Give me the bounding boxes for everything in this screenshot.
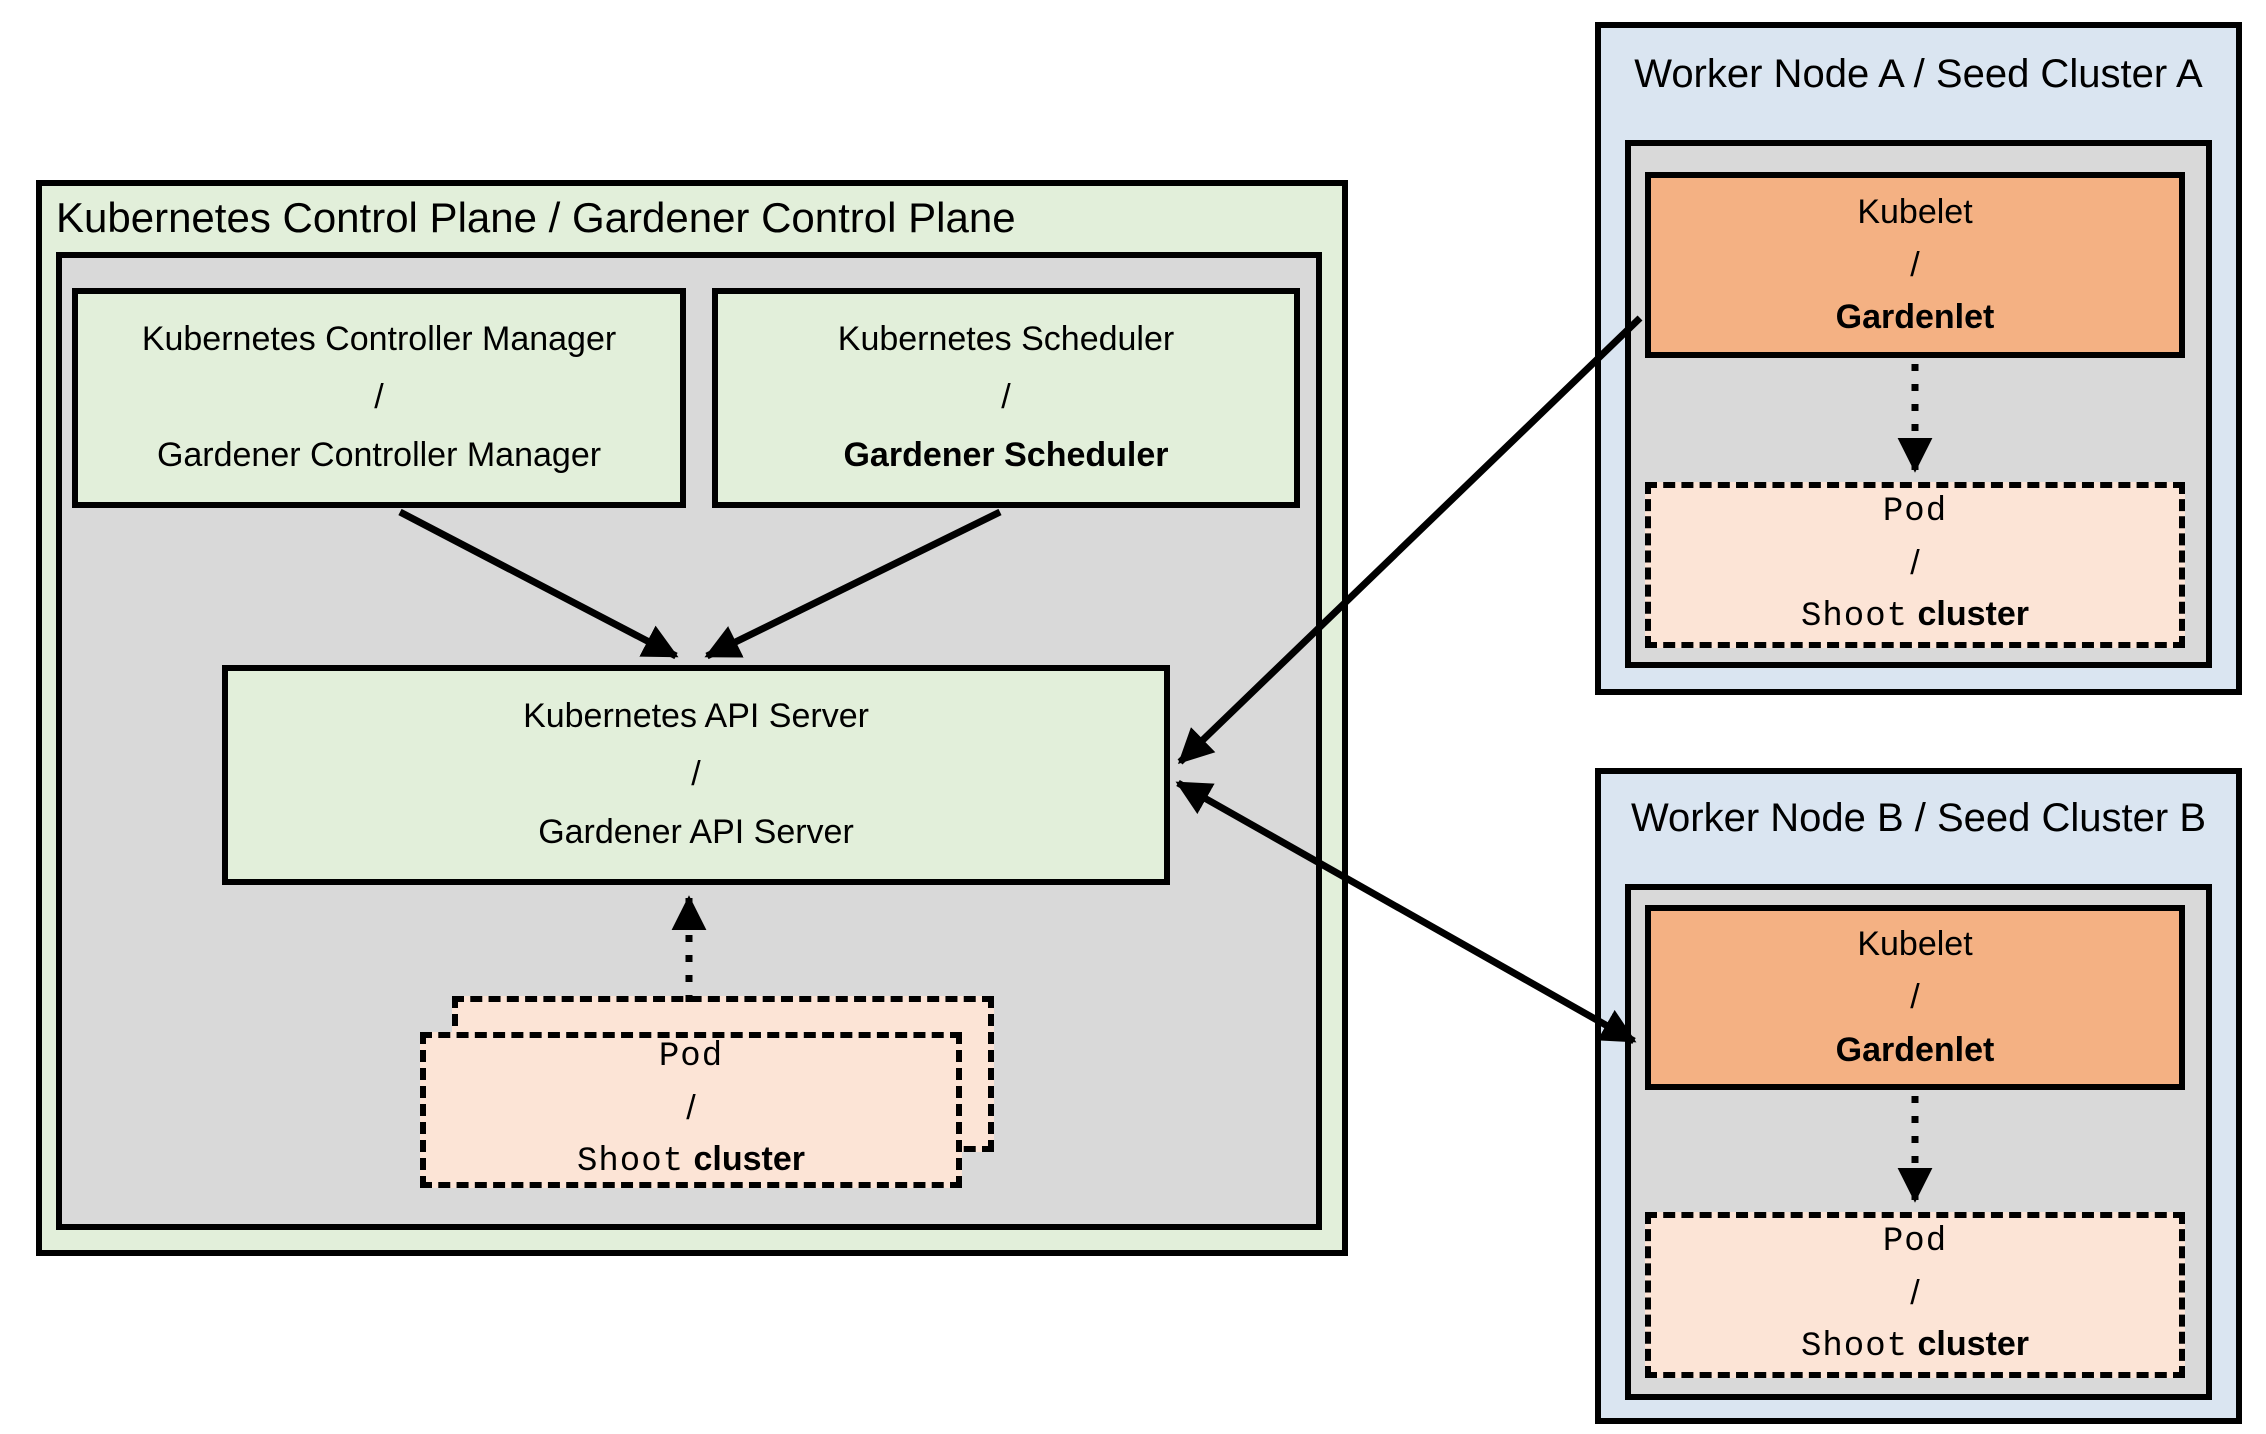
kubelet-b-label-sep: /	[1910, 978, 1920, 1017]
pod-a-label-cluster: cluster	[1917, 595, 2029, 633]
kubelet-b-label-line1: Kubelet	[1857, 925, 1973, 964]
api-server-label-line2: Gardener API Server	[538, 812, 854, 851]
control-plane-pod-label-line2: Shoot cluster	[577, 1134, 805, 1188]
kubelet-a-label-line2: Gardenlet	[1835, 298, 1995, 337]
control-plane-pod-front-box: Pod / Shoot cluster	[420, 1032, 962, 1188]
scheduler-label-line1: Kubernetes Scheduler	[837, 320, 1175, 359]
pod-b-box: Pod / Shoot cluster	[1645, 1212, 2185, 1378]
pod-b-label-line2: Shoot cluster	[1801, 1319, 2029, 1373]
scheduler-label-line2: Gardener Scheduler	[843, 435, 1169, 474]
pod-a-label-line2: Shoot cluster	[1801, 589, 2029, 643]
api-server-label-sep: /	[691, 755, 701, 794]
controller-manager-box: Kubernetes Controller Manager / Gardener…	[72, 288, 686, 508]
pod-b-label-sep: /	[1910, 1274, 1920, 1312]
pod-a-label-line1: Pod	[1882, 493, 1948, 531]
kubelet-a-label-sep: /	[1910, 245, 1920, 284]
worker-node-a-title: Worker Node A / Seed Cluster A	[1634, 52, 2203, 96]
worker-node-b-title: Worker Node B / Seed Cluster B	[1630, 796, 2207, 840]
pod-a-box: Pod / Shoot cluster	[1645, 482, 2185, 648]
kubelet-a-label-line1: Kubelet	[1857, 192, 1973, 231]
control-plane-pod-label-shoot: Shoot	[577, 1143, 685, 1181]
kubelet-a-box: Kubelet / Gardenlet	[1645, 172, 2185, 358]
kubelet-b-box: Kubelet / Gardenlet	[1645, 905, 2185, 1090]
kubelet-b-label-line2: Gardenlet	[1835, 1030, 1995, 1069]
scheduler-box: Kubernetes Scheduler / Gardener Schedule…	[712, 288, 1300, 508]
pod-a-label-shoot: Shoot	[1801, 598, 1909, 636]
control-plane-pod-label-cluster: cluster	[693, 1140, 805, 1178]
controller-manager-label-line2: Gardener Controller Manager	[156, 435, 602, 474]
api-server-label-line1: Kubernetes API Server	[523, 697, 869, 736]
pod-b-label-cluster: cluster	[1917, 1325, 2029, 1363]
controller-manager-label-line1: Kubernetes Controller Manager	[141, 320, 617, 359]
pod-b-label-line1: Pod	[1882, 1223, 1948, 1261]
api-server-box: Kubernetes API Server / Gardener API Ser…	[222, 665, 1170, 885]
control-plane-title: Kubernetes Control Plane / Gardener Cont…	[56, 194, 1016, 241]
scheduler-label-sep: /	[1001, 378, 1011, 417]
pod-a-label-sep: /	[1910, 544, 1920, 582]
controller-manager-label-sep: /	[374, 378, 384, 417]
control-plane-pod-label-sep: /	[686, 1089, 696, 1127]
pod-b-label-shoot: Shoot	[1801, 1328, 1909, 1366]
control-plane-pod-label-line1: Pod	[658, 1038, 724, 1076]
